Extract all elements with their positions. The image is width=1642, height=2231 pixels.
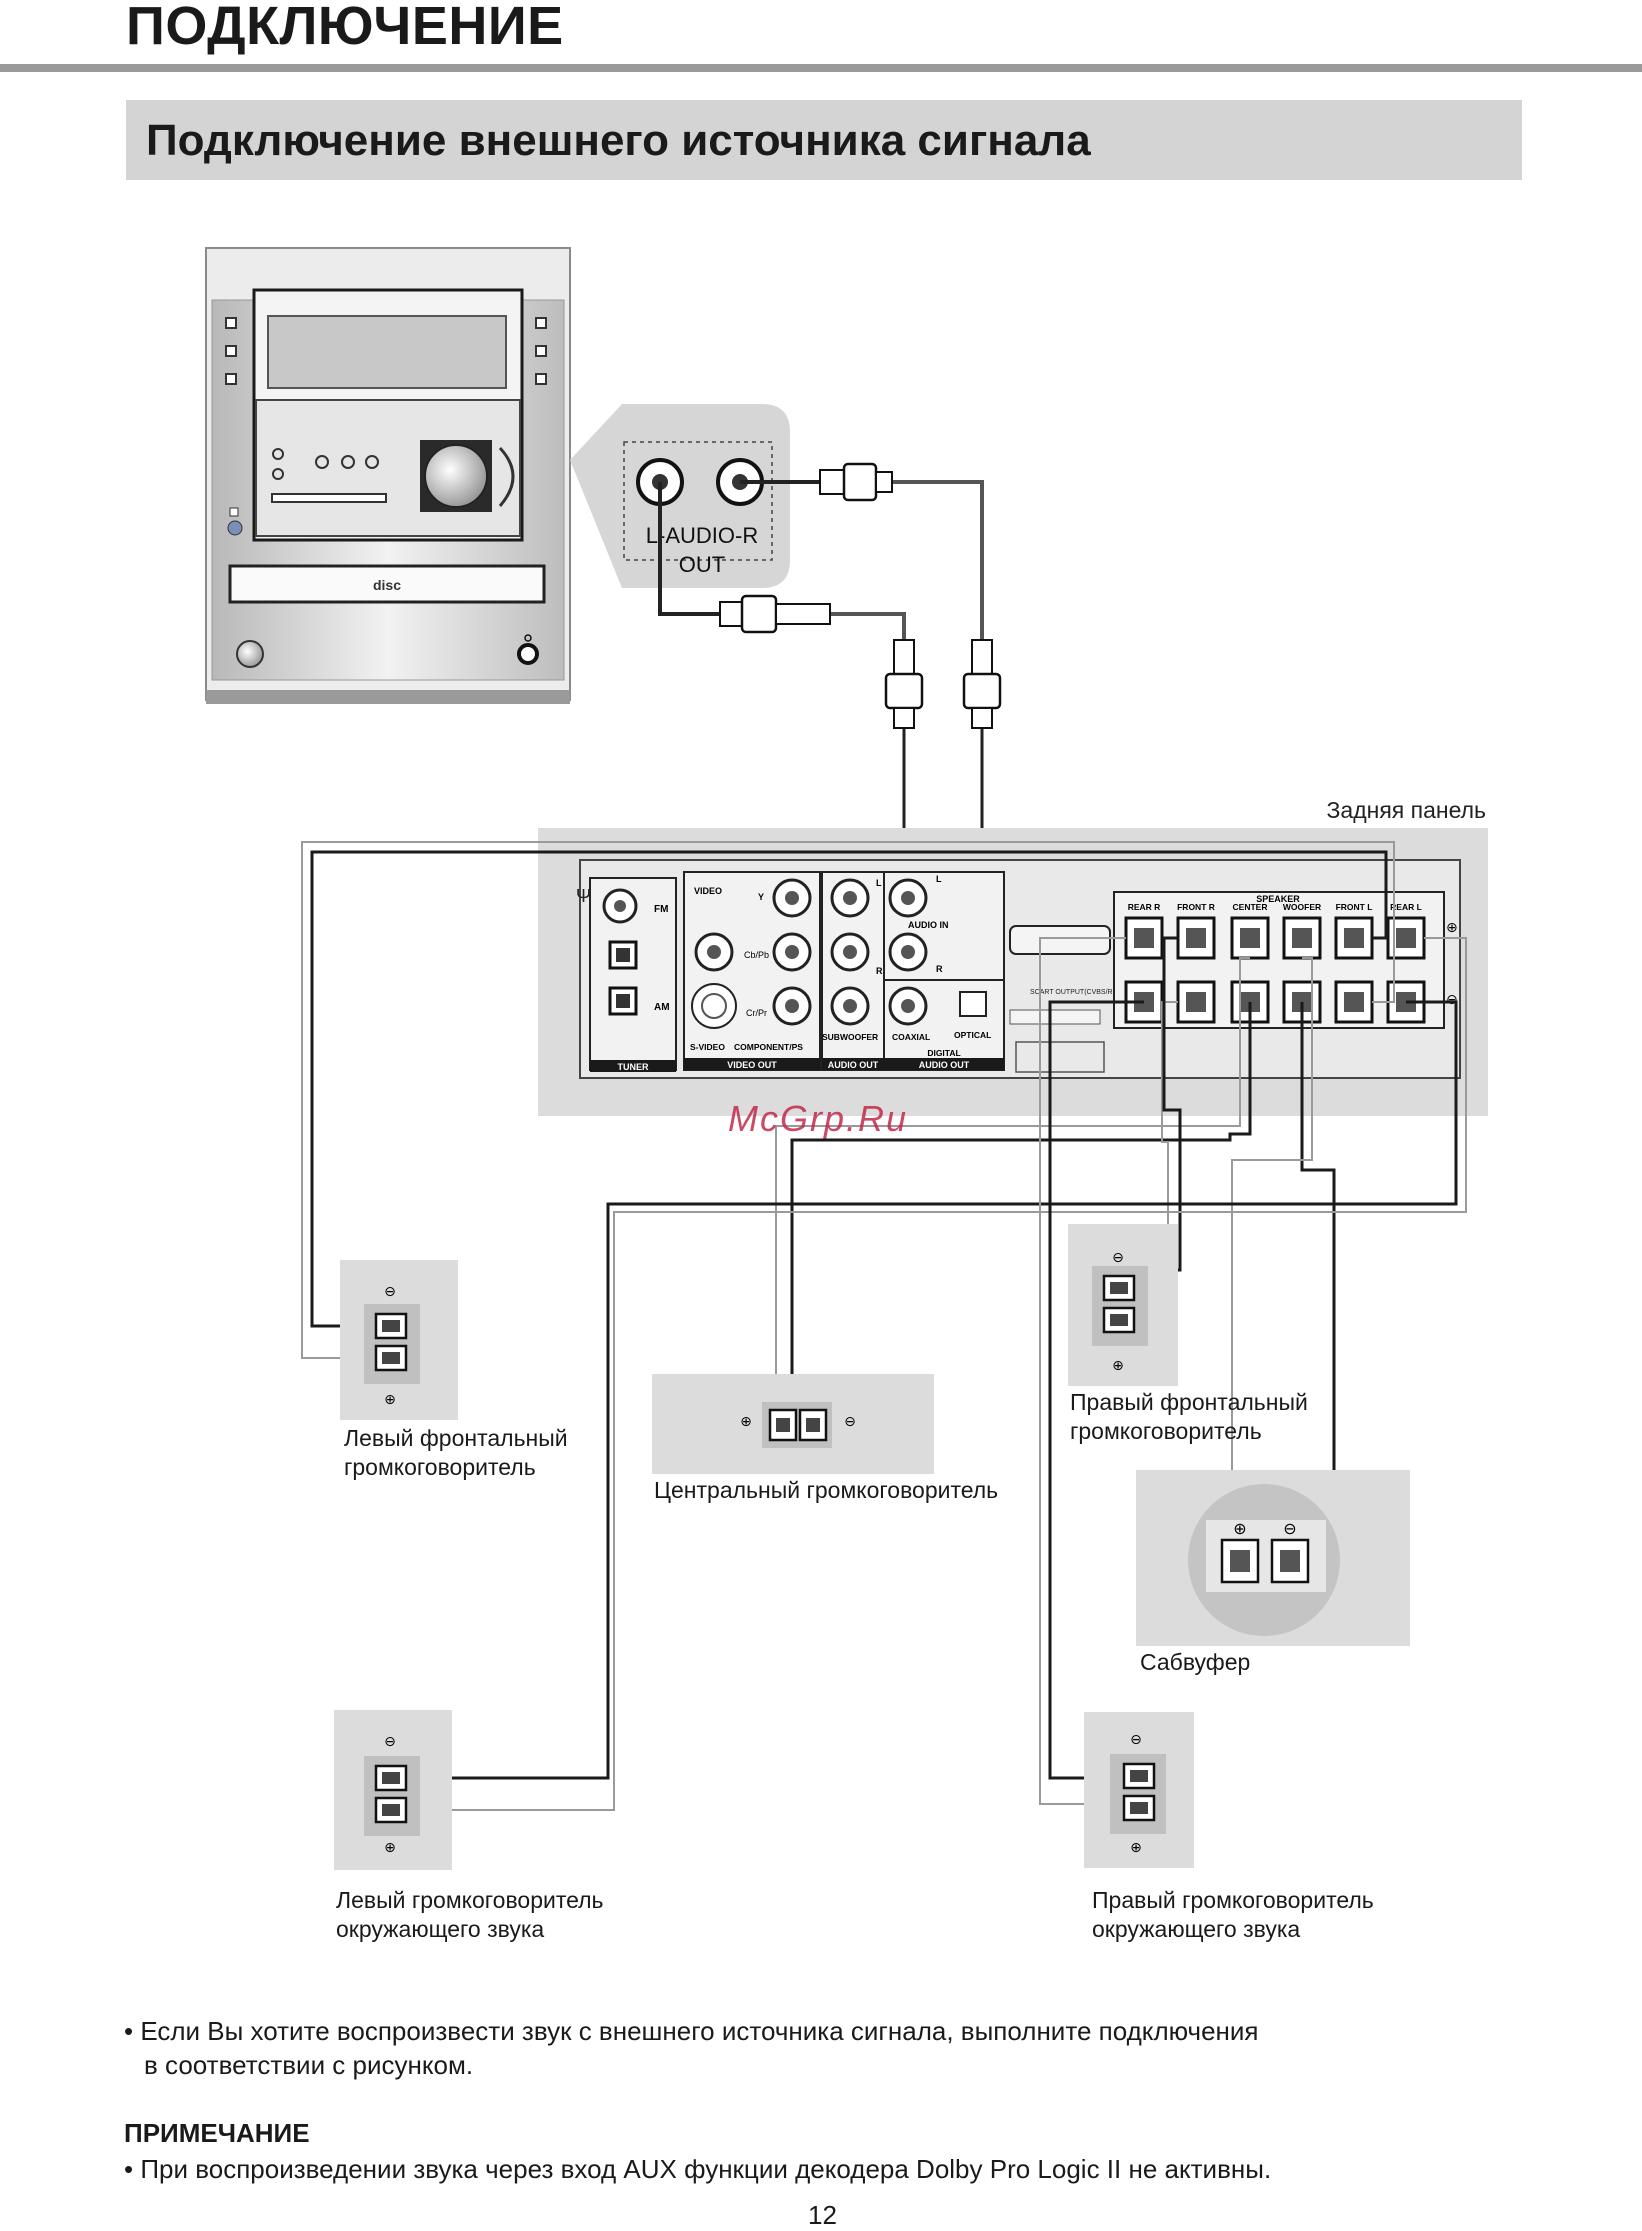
- svg-text:FRONT R: FRONT R: [1177, 902, 1215, 912]
- svg-text:⊕: ⊕: [1112, 1357, 1124, 1373]
- surround-left-label: Левый громкоговоритель окружающего звука: [336, 1887, 604, 1942]
- note-text: • При воспроизведении звука через вход A…: [124, 2154, 1272, 2184]
- front-right-label: Правый фронтальный громкоговоритель: [1070, 1389, 1308, 1444]
- center-label: Центральный громкоговоритель: [654, 1477, 999, 1503]
- source-device: disc: [205, 247, 571, 704]
- svg-text:SUBWOOFER: SUBWOOFER: [822, 1032, 878, 1042]
- svg-text:⊖: ⊖: [844, 1413, 856, 1429]
- page-number: 12: [808, 2200, 837, 2230]
- jack-out-label: OUT: [679, 552, 725, 577]
- speaker-wires: [301, 841, 1467, 1811]
- svg-text:DIGITAL: DIGITAL: [927, 1048, 960, 1058]
- rca-plug-right-vertical: [962, 639, 1002, 729]
- svg-text:WOOFER: WOOFER: [1283, 902, 1321, 912]
- svg-text:CENTER: CENTER: [1233, 902, 1268, 912]
- svg-text:⊖: ⊖: [1112, 1249, 1124, 1265]
- rear-panel-title: Задняя панель: [1327, 797, 1487, 823]
- svg-text:⊕: ⊕: [740, 1413, 752, 1429]
- jack-callout: [570, 404, 790, 588]
- surround-right-speaker: ⊖ ⊕: [1084, 1712, 1194, 1868]
- svg-text:REAR R: REAR R: [1128, 902, 1161, 912]
- svg-text:L: L: [936, 874, 942, 884]
- heading-rule: [0, 64, 1642, 72]
- svg-text:Cr/Pr: Cr/Pr: [746, 1008, 767, 1018]
- svg-text:⊖: ⊖: [1130, 1731, 1142, 1747]
- surround-left-speaker: ⊖ ⊕: [334, 1710, 452, 1870]
- svg-text:COAXIAL: COAXIAL: [892, 1032, 930, 1042]
- svg-text:SPEAKER: SPEAKER: [1256, 894, 1300, 904]
- subwoofer-speaker: ⊕ ⊖: [1136, 1470, 1410, 1646]
- svg-text:OPTICAL: OPTICAL: [954, 1030, 991, 1040]
- svg-text:L: L: [876, 878, 882, 888]
- svg-text:AM: AM: [654, 1002, 670, 1013]
- tuner-section: Ψ FM AM TUNER: [576, 877, 677, 1072]
- svg-text:⊕: ⊕: [384, 1839, 396, 1855]
- svg-text:AUDIO OUT: AUDIO OUT: [919, 1060, 970, 1070]
- speaker-terminals: SPEAKER REAR R FRONT R CENTER WOOFER FRO…: [1113, 891, 1458, 1029]
- svg-text:R: R: [876, 966, 883, 976]
- front-left-label: Левый фронтальный громкоговоритель: [344, 1425, 568, 1480]
- section-title: Подключение внешнего источника сигнала: [146, 116, 1091, 165]
- note-title: ПРИМЕЧАНИЕ: [124, 2118, 310, 2148]
- svg-text:R: R: [936, 964, 943, 974]
- svg-text:⊕: ⊕: [1446, 919, 1458, 935]
- svg-text:⊖: ⊖: [384, 1733, 396, 1749]
- svg-text:⊕: ⊕: [384, 1391, 396, 1407]
- svg-text:TUNER: TUNER: [618, 1062, 649, 1072]
- subwoofer-label: Сабвуфер: [1140, 1649, 1251, 1675]
- svg-text:Ψ: Ψ: [576, 886, 591, 906]
- jack-label: L-AUDIO-R: [646, 523, 758, 548]
- rca-plug-left-vertical: [884, 639, 924, 729]
- svg-text:REAR L: REAR L: [1390, 902, 1422, 912]
- scart-connector: SCART OUTPUT(CVBS/RGB): [1009, 925, 1125, 1073]
- svg-text:Y: Y: [758, 892, 764, 902]
- page-heading: ПОДКЛЮЧЕНИЕ: [126, 0, 564, 56]
- svg-text:⊖: ⊖: [1446, 991, 1458, 1007]
- rca-plug-right-horizontal: [819, 462, 893, 502]
- svg-text:FM: FM: [654, 904, 668, 915]
- center-speaker: ⊕ ⊖: [652, 1374, 934, 1474]
- svg-text:VIDEO OUT: VIDEO OUT: [727, 1060, 777, 1070]
- svg-text:VIDEO: VIDEO: [694, 886, 722, 896]
- rca-plug-left-horizontal: [719, 594, 831, 634]
- surround-right-label: Правый громкоговоритель окружающего звук…: [1092, 1887, 1374, 1942]
- svg-text:⊕: ⊕: [1233, 1521, 1246, 1538]
- svg-text:COMPONENT/PS: COMPONENT/PS: [734, 1042, 803, 1052]
- svg-text:SCART OUTPUT(CVBS/RGB): SCART OUTPUT(CVBS/RGB): [1030, 989, 1125, 996]
- svg-text:AUDIO OUT: AUDIO OUT: [828, 1060, 879, 1070]
- svg-text:⊕: ⊕: [1130, 1839, 1142, 1855]
- section-bar: Подключение внешнего источника сигнала: [126, 100, 1522, 180]
- video-section: VIDEO Y Cb/Pb Cr/Pr S-VIDEO COMPONENT/PS…: [683, 871, 821, 1071]
- watermark: McGrp.Ru: [728, 1098, 909, 1139]
- svg-text:⊖: ⊖: [1283, 1521, 1296, 1538]
- svg-text:S-VIDEO: S-VIDEO: [690, 1042, 725, 1052]
- svg-text:⊖: ⊖: [384, 1283, 396, 1299]
- front-right-speaker: ⊖ ⊕: [1068, 1224, 1178, 1386]
- svg-text:disc: disc: [373, 577, 401, 593]
- instruction-bullet: • Если Вы хотите воспроизвести звук с вн…: [124, 2016, 1259, 2080]
- front-left-speaker: ⊖ ⊕: [340, 1260, 458, 1420]
- svg-text:AUDIO IN: AUDIO IN: [908, 920, 949, 930]
- svg-text:FRONT L: FRONT L: [1336, 902, 1373, 912]
- audio-section: L R L AUDIO IN R SUBWOOFER COAXIAL OPTIC…: [821, 871, 1005, 1071]
- svg-text:Cb/Pb: Cb/Pb: [744, 950, 769, 960]
